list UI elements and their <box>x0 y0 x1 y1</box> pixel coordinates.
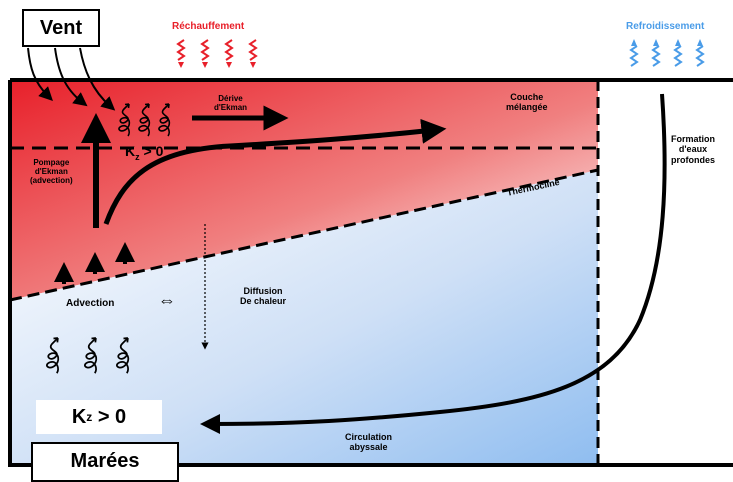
ekman-pumping-line1: Pompage <box>33 158 70 167</box>
double-arrow-icon: ⇔ <box>158 290 176 310</box>
deep-water-line3: profondes <box>671 154 715 165</box>
ekman-drift-line1: Dérive <box>218 94 243 103</box>
mixed-layer-label: Couche mélangée <box>506 92 548 113</box>
heat-wave-icon <box>177 39 257 68</box>
kz-top-label: Kz > 0 <box>125 143 163 162</box>
abyssal-line1: Circulation <box>345 432 393 442</box>
kz-bottom-rest: > 0 <box>92 405 127 428</box>
abyssal-circulation-label: Circulation abyssale <box>345 432 392 453</box>
ekman-pumping-label: Pompage d'Ekman (advection) <box>30 158 73 186</box>
advection-label: Advection <box>66 298 115 309</box>
abyssal-line2: abyssale <box>349 442 388 453</box>
rechauffement-label: Réchauffement <box>172 21 245 32</box>
curved-advection-arrow <box>103 118 447 225</box>
thermocline-dashed-line <box>9 168 599 302</box>
kz-top-k: K <box>125 143 136 159</box>
deep-water-line1: Formation <box>671 134 715 144</box>
kz-top-sub: z <box>135 151 140 162</box>
marees-box: Marées <box>31 442 179 482</box>
kz-bottom-k: K <box>71 405 87 428</box>
deep-water-formation-label: Formation d'eaux profondes <box>671 134 715 165</box>
basin-frame <box>8 78 733 467</box>
cold-water-region <box>10 170 598 465</box>
refroidissement-label: Refroidissement <box>626 21 705 32</box>
vent-box: Vent <box>22 9 100 47</box>
vent-label: Vent <box>39 16 83 39</box>
marees-label: Marées <box>70 450 140 472</box>
diffusion-line1: Diffusion <box>243 286 283 296</box>
warm-water-region <box>10 80 598 300</box>
deep-water-line2: d'eaux <box>678 144 708 155</box>
diffusion-line2: De chaleur <box>240 296 287 307</box>
diffusion-label: Diffusion De chaleur <box>240 286 286 307</box>
mixed-layer-line1: Couche <box>510 92 544 102</box>
kz-top-rest: > 0 <box>139 143 164 159</box>
ekman-drift-label: Dérive d'Ekman <box>214 94 247 112</box>
kz-bottom-sub: z <box>86 410 93 424</box>
wind-arrow-icon <box>27 47 116 111</box>
abyssal-circulation-arrow <box>200 93 667 434</box>
ekman-pumping-line2: d'Ekman <box>34 167 68 177</box>
ekman-pumping-line3: (advection) <box>30 176 73 186</box>
cold-wave-icon <box>630 39 704 67</box>
mixed-layer-line2: mélangée <box>506 102 548 113</box>
upward-arrow-icon <box>54 242 135 284</box>
ekman-drift-line2: d'Ekman <box>214 103 248 113</box>
